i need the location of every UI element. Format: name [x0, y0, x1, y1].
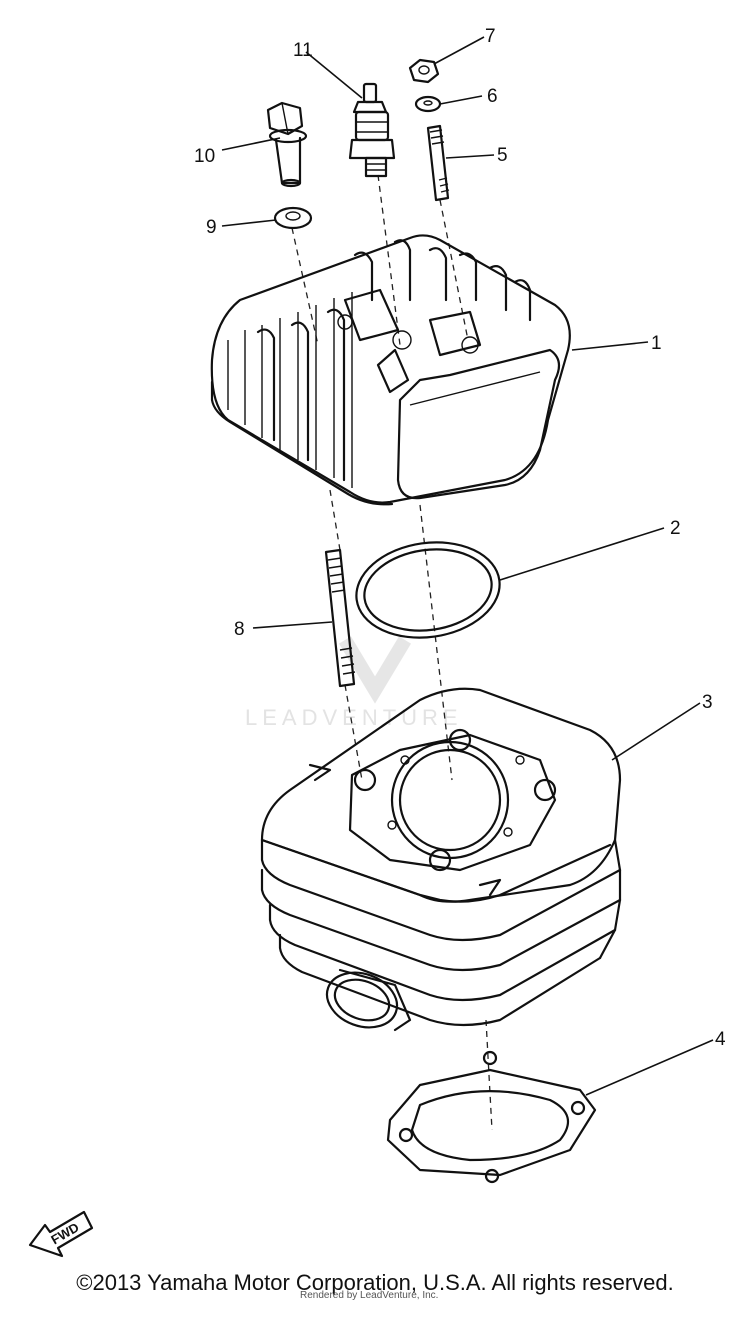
callout-9: 9 — [206, 217, 217, 238]
washer-9 — [273, 206, 313, 230]
base-gasket — [386, 1050, 597, 1184]
callout-1: 1 — [651, 333, 662, 354]
credit-text: Rendered by LeadVenture, Inc. — [300, 1290, 439, 1301]
stud-bolt-8 — [324, 548, 356, 688]
spark-plug — [348, 82, 396, 178]
watermark-text: LEADVENTURE — [245, 705, 463, 730]
leader-lines — [221, 36, 714, 1096]
bolt — [266, 101, 308, 188]
cylinder — [260, 687, 622, 1032]
callout-3: 3 — [702, 692, 713, 713]
callout-10: 10 — [194, 146, 215, 167]
nut — [408, 58, 440, 84]
stud-bolt-5 — [426, 124, 450, 202]
callout-5: 5 — [497, 145, 508, 166]
fwd-arrow-icon: FWD — [28, 1210, 94, 1258]
callout-7: 7 — [485, 26, 496, 47]
callout-8: 8 — [234, 619, 245, 640]
washer-6 — [414, 95, 442, 113]
callouts: 11 7 6 5 10 9 1 2 8 3 4 — [194, 26, 726, 1050]
callout-4: 4 — [715, 1029, 726, 1050]
callout-11: 11 — [293, 40, 313, 61]
cylinder-head — [210, 234, 571, 506]
callout-6: 6 — [487, 86, 498, 107]
head-gasket — [355, 541, 501, 639]
callout-2: 2 — [670, 518, 681, 539]
copyright-text: ©2013 Yamaha Motor Corporation, U.S.A. A… — [76, 1270, 674, 1295]
